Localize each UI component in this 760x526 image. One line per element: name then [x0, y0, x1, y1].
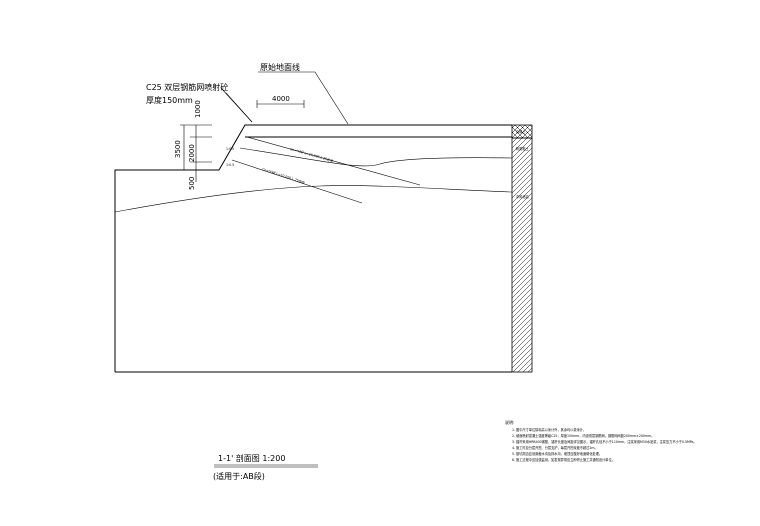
dimension-3500-text: 3500	[174, 140, 182, 158]
vertical-dimension-lines	[180, 124, 212, 182]
concrete-spec-label: C25 双层钢筋网喷射砼	[146, 82, 228, 92]
note-item: 3. 锚杆采用HRB400钢筋，锚杆长度及间距详见图示，锚杆孔径不小于110mm…	[512, 439, 697, 444]
note-item: 4. 施工时应分层开挖、分层支护，每层开挖深度不超过2m。	[512, 445, 598, 450]
layer-boundary-upper	[239, 147, 513, 167]
note-item: 5. 基坑周边应设置截水沟及排水沟，坡顶应做好地面硬化处理。	[512, 451, 602, 456]
anchor-label-upper: Cn=ЧЭЙ L=10,000 L 25@@	[290, 146, 334, 163]
note-item: 6. 施工过程中应加强监测，如发现异常应立即停止施工并通知设计单位。	[512, 457, 615, 462]
dimension-2000-text: 2000	[188, 144, 196, 162]
excavation-outline	[114, 124, 512, 372]
layer-boundary-lower	[114, 185, 513, 213]
column-note-top: 杂填土	[516, 129, 526, 134]
dimension-1000-text: 1000	[194, 100, 202, 118]
ground-line-leader	[258, 71, 349, 125]
dimension-500-text: 500	[188, 177, 196, 190]
note-item: 2. 坡面喷射混凝土强度等级C25，厚度150mm，内设双层钢筋网，钢筋网间距2…	[512, 433, 654, 438]
column-note-mid: 粉质黏土	[516, 146, 530, 151]
slope-ratio-note-lower: 1:0.5	[226, 163, 234, 167]
section-subtitle: (适用于:AB段)	[213, 471, 265, 481]
soil-column-hatch	[511, 137, 533, 373]
note-item: 1. 图中尺寸单位除标高以米计外，其余均以毫米计。	[512, 427, 586, 432]
concrete-leader-2	[220, 87, 253, 123]
concrete-thickness-label: 厚度150mm	[146, 95, 193, 105]
notes-list: 1. 图中尺寸单位除标高以米计外，其余均以毫米计。2. 坡面喷射混凝土强度等级C…	[512, 427, 697, 462]
notes-heading: 说明:	[505, 419, 514, 425]
anchor-bar-lower	[231, 159, 363, 204]
column-note-low: 中风化岩	[516, 194, 530, 199]
ground-line-label: 原始地面线	[260, 62, 300, 72]
section-title: 1-1' 剖面图 1:200	[218, 453, 285, 463]
dimension-4000	[256, 100, 305, 108]
slope-ratio-note: 1:0.5	[226, 147, 234, 151]
anchor-label-lower: Cn=ЧЭЙ L=10,000 L 25@@	[262, 166, 306, 185]
anchor-bar-upper	[246, 136, 421, 186]
dimension-4000-text: 4000	[272, 95, 290, 103]
